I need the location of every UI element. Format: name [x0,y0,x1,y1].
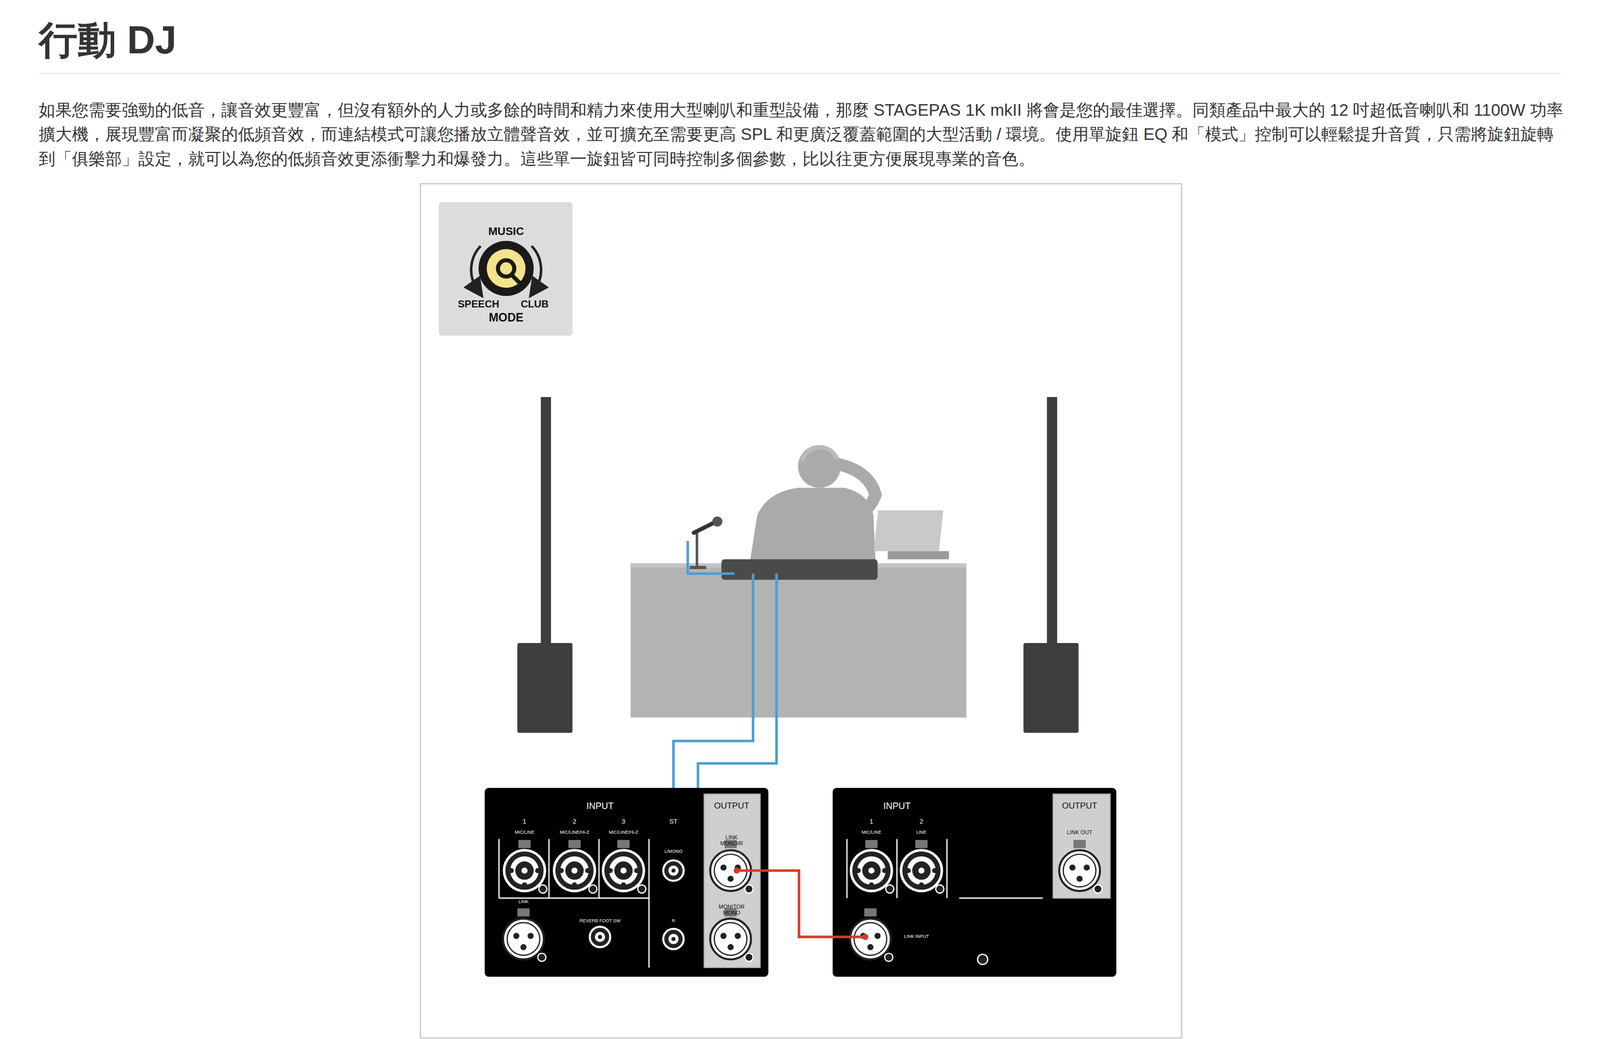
node-text: MODE [488,311,524,324]
node-text: INPUT [883,801,911,812]
node-text: SPEECH [457,298,500,310]
panel-label: 3 [621,818,626,826]
output-section: OUTPUT LINK MONO/R MONITOR MONO [703,793,761,968]
panel-label: 2 [572,818,577,826]
panel-label: REVERB FOOT SW [579,919,621,924]
node-text: LINK MONO/R [716,835,748,847]
node-text: LINK OUT [1066,829,1093,836]
panel-label: ST [669,818,678,826]
panel-label: LINK [518,899,529,905]
node-text: CLUB [520,298,549,310]
node-text: OUTPUT [713,801,750,811]
panel-label: MIC/LINE/Hi-Z [608,830,639,835]
intro-paragraph: 如果您需要強勁的低音，讓音效更豐富，但沒有額外的人力或多餘的時間和精力來使用大型… [38,98,1566,172]
panel-label: 2 [919,818,924,826]
node-text: OUTPUT [1062,801,1098,811]
panel-label: 1 [869,818,873,826]
panel-label: L/MONO [664,849,683,855]
node-text: MUSIC [488,225,524,238]
output-section: OUTPUT LINK OUT [1053,793,1111,899]
link-cable [760,870,833,937]
node-text: MONITOR MONO [714,904,750,916]
panel-label: MIC/LINE [861,830,882,835]
panel-label: 1 [522,818,527,826]
node-text: INPUT [586,801,614,812]
panel-label: LINE [916,830,927,835]
mode-knob-box: MUSIC SPEECH CLUBMODE [438,202,573,337]
panel-label: MIC/LINE/Hi-Z [560,830,590,835]
panel-label: LINK INPUT [904,934,930,939]
panel-label: MIC/LINE [514,830,535,835]
rear-panel: INPUT OUTPUT LINK OUT [832,787,1117,977]
panel-label: R [671,919,676,924]
page-title: 行動 DJ [38,18,177,62]
rear-panel: INPUT OUTPUT LINK MONO/R MONITOR MONO [484,787,769,977]
